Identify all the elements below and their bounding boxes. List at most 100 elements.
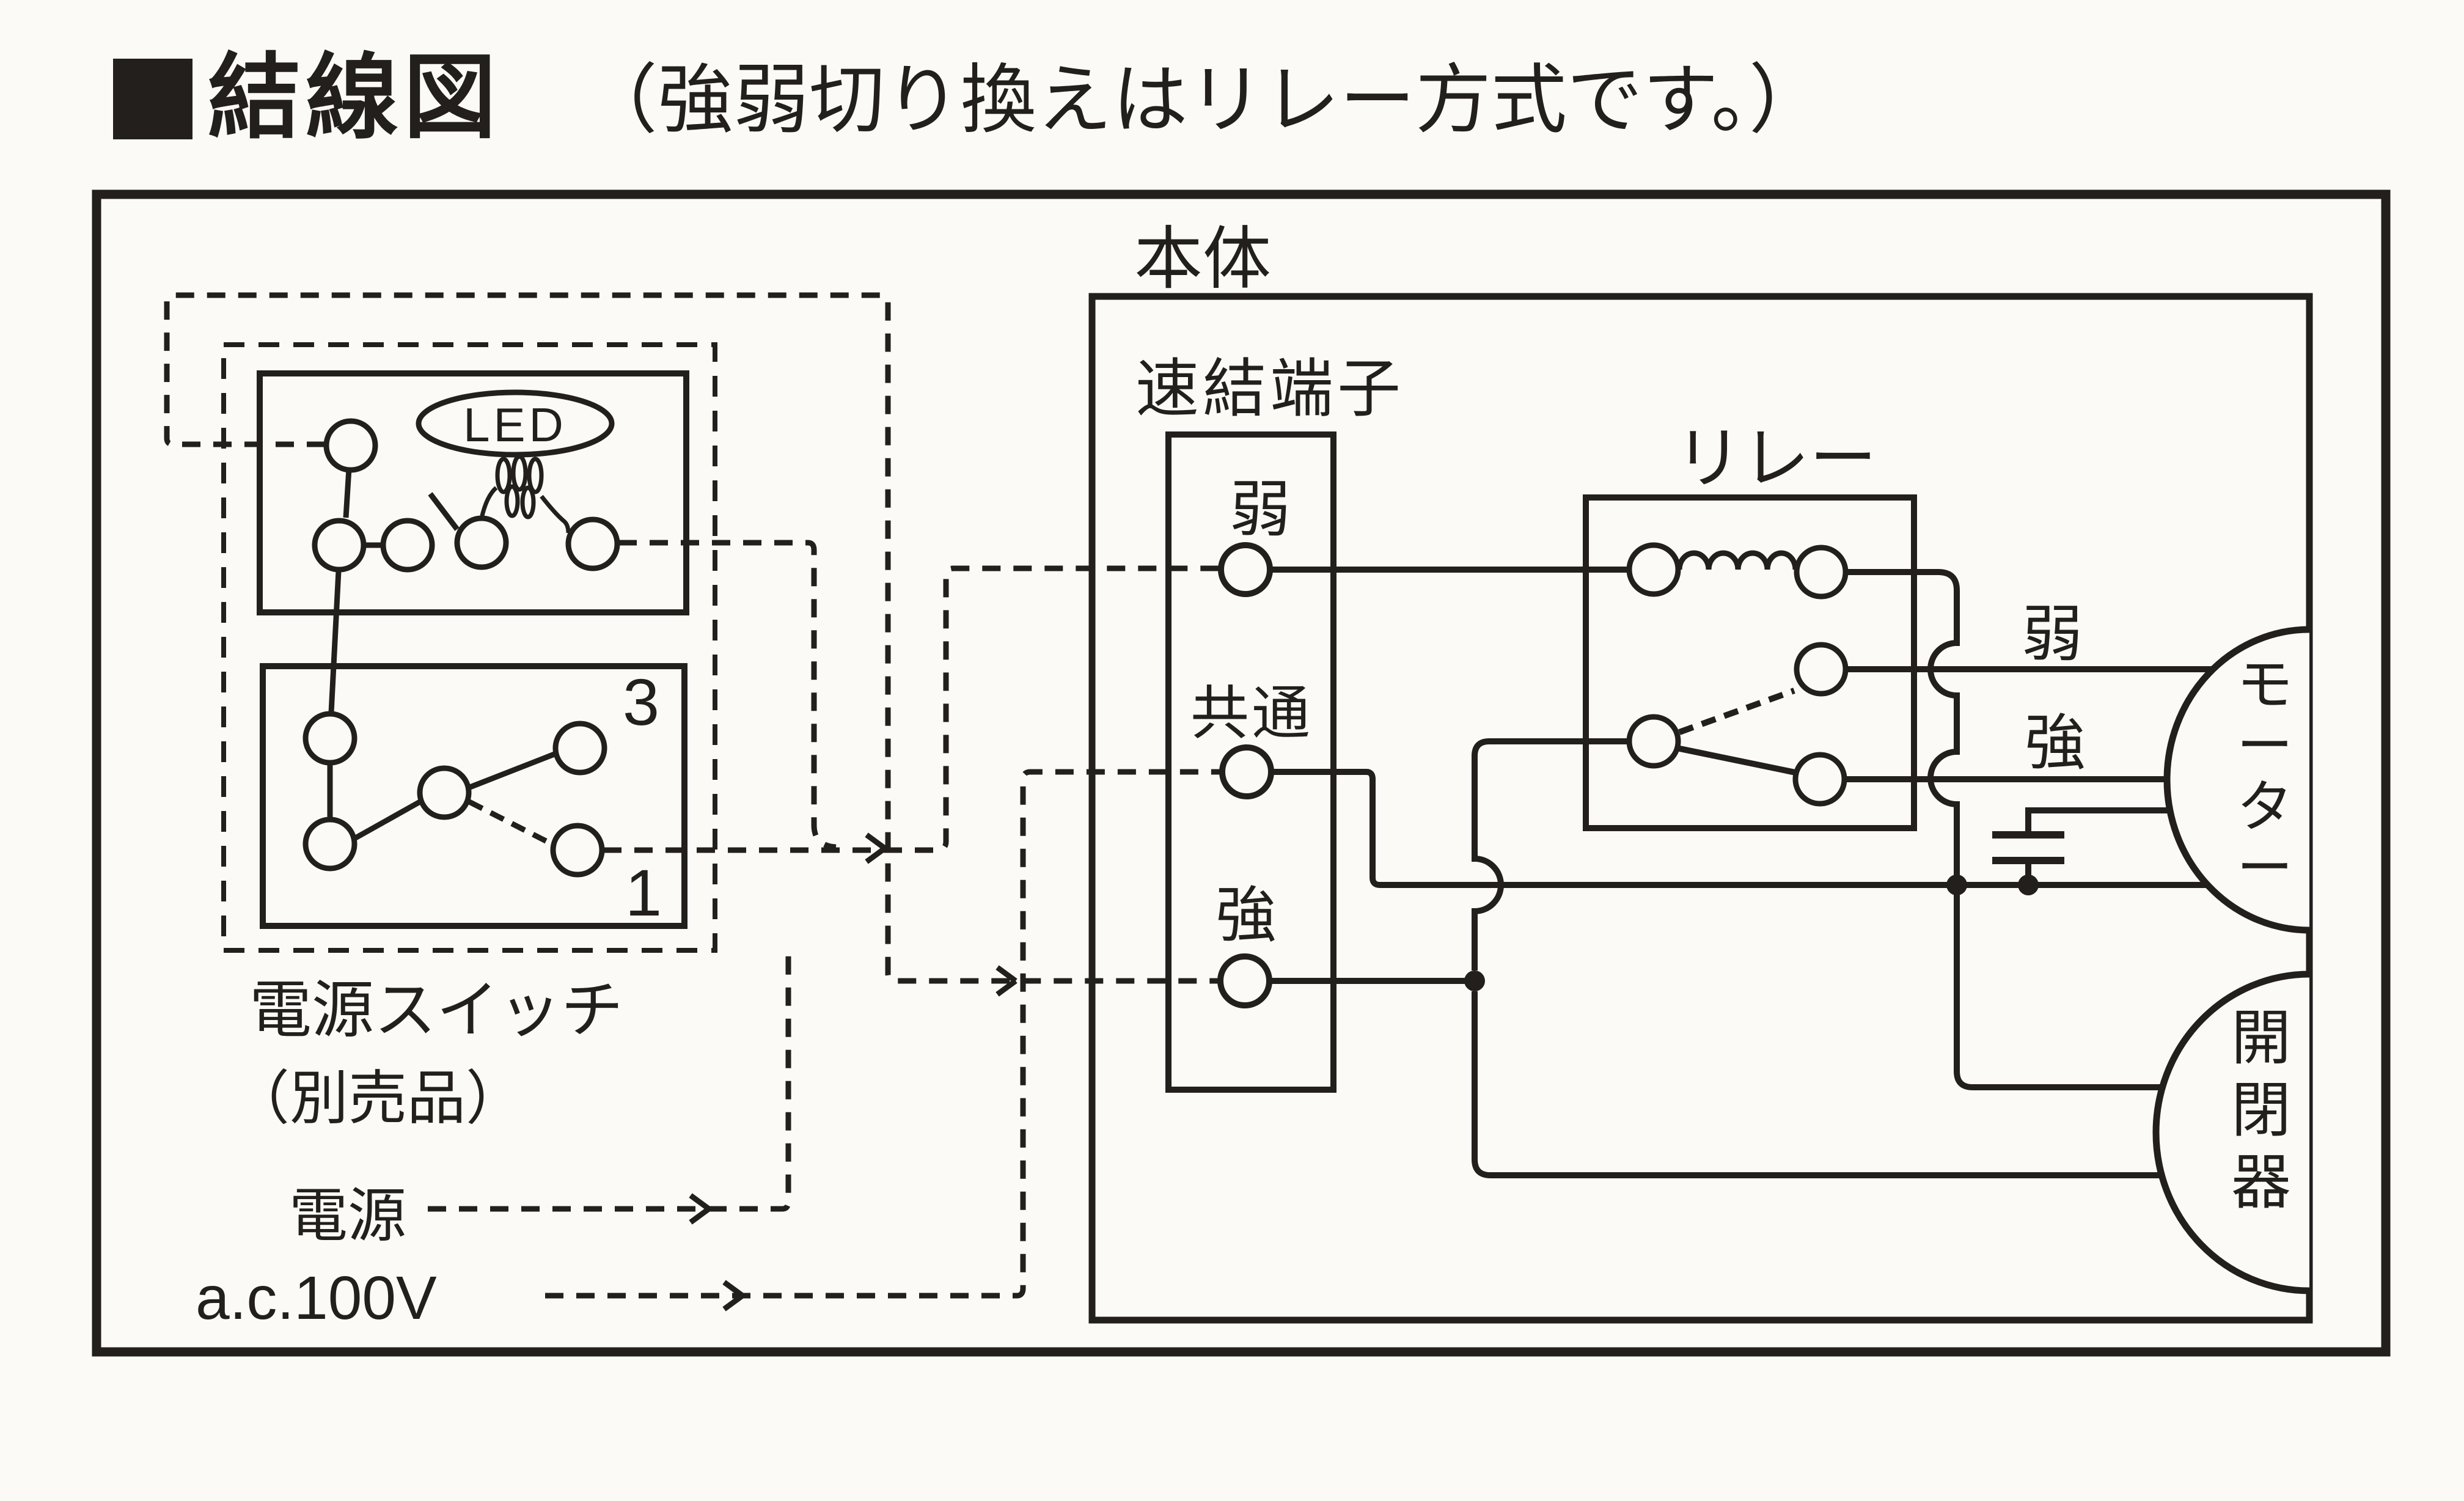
main-switch-wiring [327,751,556,841]
terminal-circles [1217,542,1274,1008]
relay-blade-weak [1678,688,1795,735]
motor-body-arc [2163,626,2310,934]
motor-tap-weak-label: 弱 [2022,600,2083,669]
power-switch-sublabel: （別売品） [231,1066,524,1131]
relay-box [1583,494,1917,831]
switch-blade-upper [428,492,460,531]
wire-common-to-node [1272,769,1947,888]
wire-ac-to-common-terminal [545,769,1221,1299]
title-block: 結線図 （強弱切り換えはリレー方式です。） [113,46,1825,150]
switch-blade-open-1 [468,799,552,846]
lamp-lead-right [540,494,571,534]
contact-circle-3 [552,721,607,776]
relay-contact-strong [1792,752,1847,807]
wire-column-between-sections [328,570,342,713]
external-dashed-wiring [164,292,1221,1299]
terminal-strong-label: 強 [1216,881,1277,950]
contact-circle [565,516,620,571]
quick-terminal-strip: 弱 共通 強 [1165,431,1336,1093]
wire-node-to-breaker-upper [1954,895,2163,1090]
wire-power-to-switch [428,952,791,1212]
page-title-note: （強弱切り換えはリレー方式です。） [582,58,1825,142]
contact-circle [323,418,378,473]
relay-blade-strong [1676,745,1797,776]
capacitor [1992,831,2064,864]
motor-label: モーター [2237,654,2293,900]
power-source: 電源 a.c.100V [196,1183,437,1332]
arrowhead-ac-line [722,1280,744,1312]
junction-dot-capacitor [2018,875,2039,895]
wire-arrowheads [689,832,1018,1312]
relay-contact-weak [1794,642,1849,697]
lamp-lead-left [479,486,498,519]
lamp-loop [527,457,544,494]
contact-circle [302,817,358,872]
wire-b2-b3 [353,799,422,841]
power-label: 電源 [289,1183,406,1249]
lamp-loop [520,485,536,519]
contact-3-label: 3 [623,665,659,739]
wire-strong-to-relay-common [1472,738,1629,971]
quick-terminal-label: 速結端子 [1135,354,1404,425]
breaker-label: 開閉器 [2231,1004,2291,1216]
motor-tap-strong-label: 強 [2025,709,2086,777]
terminal-common-label: 共通 [1190,681,1313,746]
contact-circle [380,518,435,573]
wire-strong-to-breaker-lower [1472,991,2163,1178]
breaker-body-arc [2152,971,2310,1294]
motor: 弱 強 モーター [2022,600,2310,934]
terminal-weak-label: 弱 [1230,475,1291,544]
led-section-wiring [328,468,460,713]
main-switch-contacts [302,711,607,878]
junction-dots [1464,875,2039,991]
title-square-bullet [113,59,193,139]
outer-border [92,189,2391,1357]
junction-dot-common-node [1946,875,1967,895]
wire-switch-to-strong-terminal [164,292,1220,984]
contact-circle [302,711,358,766]
led-badge-oval [416,389,615,458]
lamp-loop [495,457,512,494]
wire-a1-a2 [343,468,352,518]
relay: リレー [1583,421,1917,831]
led-lamp-coil [479,454,571,534]
main-switch-box [260,663,688,929]
relay-label: リレー [1675,421,1877,496]
contact-circle [417,765,472,820]
relay-coil [1676,550,1799,570]
contact-1-label: 1 [625,856,662,930]
page-title: 結線図 [208,46,501,150]
terminal-weak [1218,542,1273,597]
led-section-contacts [312,418,620,573]
lamp-loop [504,484,520,518]
internal-solid-wiring [1270,567,2218,1178]
wire-coil-return-vertical [1847,569,1960,875]
relay-coil-terminal-left [1626,542,1681,597]
led-section-box [257,370,689,615]
arrowhead-strong-run [996,965,1018,997]
led-label: LED [463,398,567,452]
contact-circle [454,515,509,570]
arrowhead-power-line [689,1193,711,1225]
terminal-common [1219,744,1274,799]
contact-circle-1 [550,823,605,878]
capacitor-lead-upper-to-motor [2025,807,2174,835]
wire-led-output-stub [618,540,837,850]
wire-switch-to-weak-terminal [603,565,1220,853]
power-switch-boundary-box [221,342,717,953]
lamp-loop [511,454,528,492]
arrowhead-weak-run [865,832,887,864]
relay-coil-terminal-right [1794,545,1849,600]
terminal-strong [1217,953,1272,1008]
power-switch-label: 電源スイッチ [249,975,623,1045]
body-label: 本体 [1134,221,1271,297]
contact-circle [312,518,367,573]
relay-terminals [1626,542,1849,807]
switch-blade-closed-3 [469,751,556,790]
junction-dot-strong [1464,971,1485,991]
terminal-strip-box [1165,431,1336,1093]
ac-voltage-label: a.c.100V [196,1264,437,1332]
relay-contact-common [1626,714,1681,769]
